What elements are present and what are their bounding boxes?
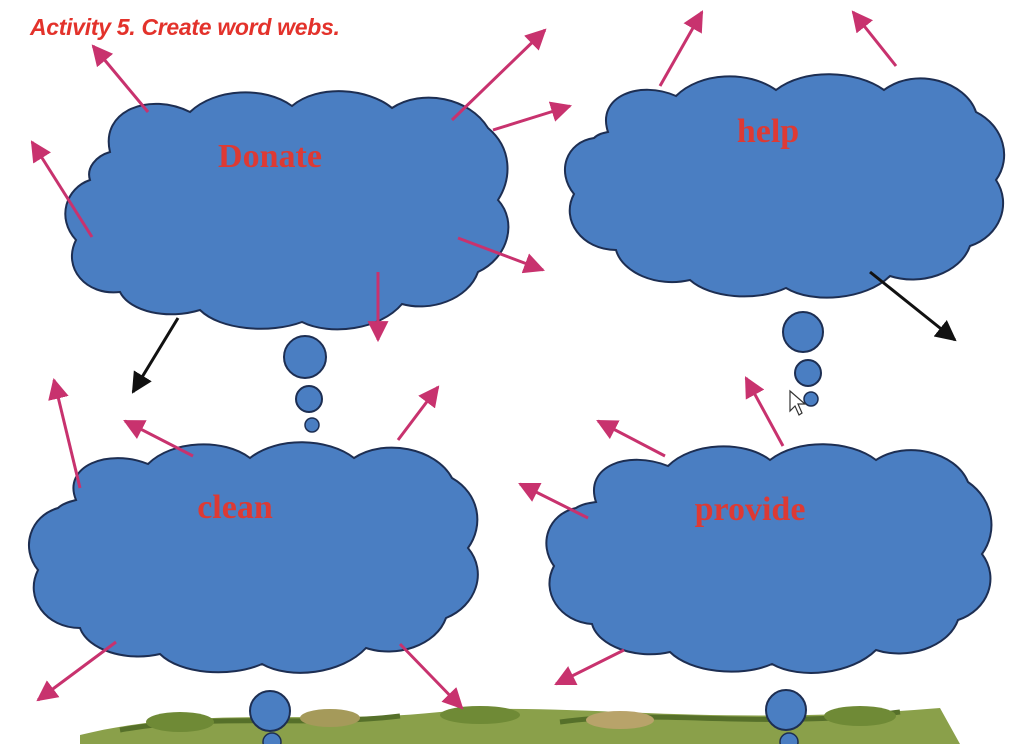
arrow (518, 482, 589, 520)
arrow (492, 101, 573, 132)
leaf-garland (80, 706, 960, 744)
arrow (658, 10, 704, 87)
activity-title: Activity 5. Create word webs. (30, 14, 340, 40)
thought-bubble-large (782, 311, 824, 353)
thought-bubble-small (803, 391, 819, 407)
thought-bubble-medium (794, 359, 822, 387)
word-help: help (737, 113, 799, 150)
cloud-donate: Donate (64, 90, 510, 433)
arrow (123, 419, 194, 458)
thought-bubble-large (283, 335, 327, 379)
arrow (396, 385, 440, 441)
cloud-clean: clean (28, 441, 479, 744)
cloud-help: help (564, 73, 1006, 407)
arrow (554, 648, 625, 686)
thought-bubble-large (249, 690, 291, 732)
arrow (398, 642, 464, 710)
thought-bubble-small (304, 417, 320, 433)
word-clean: clean (197, 489, 273, 526)
arrow (48, 377, 82, 489)
arrow (91, 44, 150, 113)
arrow (36, 640, 117, 702)
arrow (457, 236, 545, 274)
mouse-pointer-icon (789, 389, 807, 416)
arrow (744, 376, 785, 447)
thought-bubble-large (765, 689, 807, 731)
arrow (869, 270, 957, 342)
arrow (30, 140, 94, 238)
arrow (851, 10, 898, 67)
thought-bubble-small (262, 732, 282, 744)
word-provide: provide (695, 491, 806, 528)
word-donate: Donate (218, 138, 322, 175)
arrow (450, 28, 547, 122)
cloud-provide: provide (545, 443, 993, 744)
arrow (596, 419, 666, 458)
thought-bubble-medium (295, 385, 323, 413)
arrow (131, 317, 180, 394)
thought-bubble-small (779, 732, 799, 744)
